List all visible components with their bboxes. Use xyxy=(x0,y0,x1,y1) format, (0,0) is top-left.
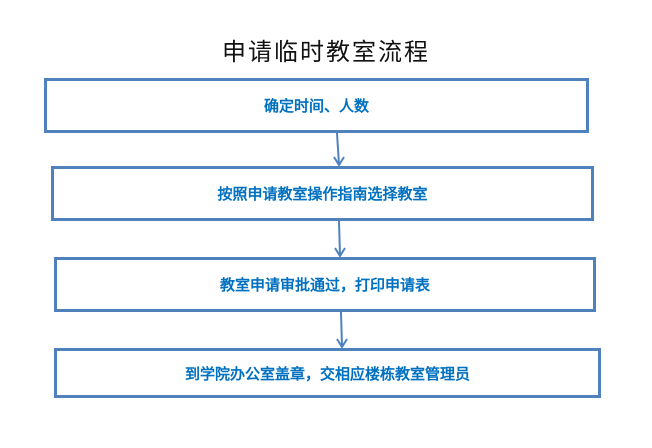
step-2-label: 按照申请教室操作指南选择教室 xyxy=(217,185,428,203)
arrow-3-to-4 xyxy=(336,311,348,349)
step-3-box: 教室申请审批通过，打印申请表 xyxy=(54,257,596,312)
step-3-label: 教室申请审批通过，打印申请表 xyxy=(219,276,430,294)
step-4-box: 到学院办公室盖章，交相应楼栋教室管理员 xyxy=(54,348,601,398)
step-1-box: 确定时间、人数 xyxy=(44,78,589,133)
step-2-box: 按照申请教室操作指南选择教室 xyxy=(51,166,594,221)
diagram-title: 申请临时教室流程 xyxy=(222,38,430,66)
arrow-1-to-2 xyxy=(333,132,345,167)
step-1-label: 确定时间、人数 xyxy=(263,97,369,115)
arrow-2-to-3 xyxy=(334,220,346,258)
step-4-label: 到学院办公室盖章，交相应楼栋教室管理员 xyxy=(184,364,470,383)
